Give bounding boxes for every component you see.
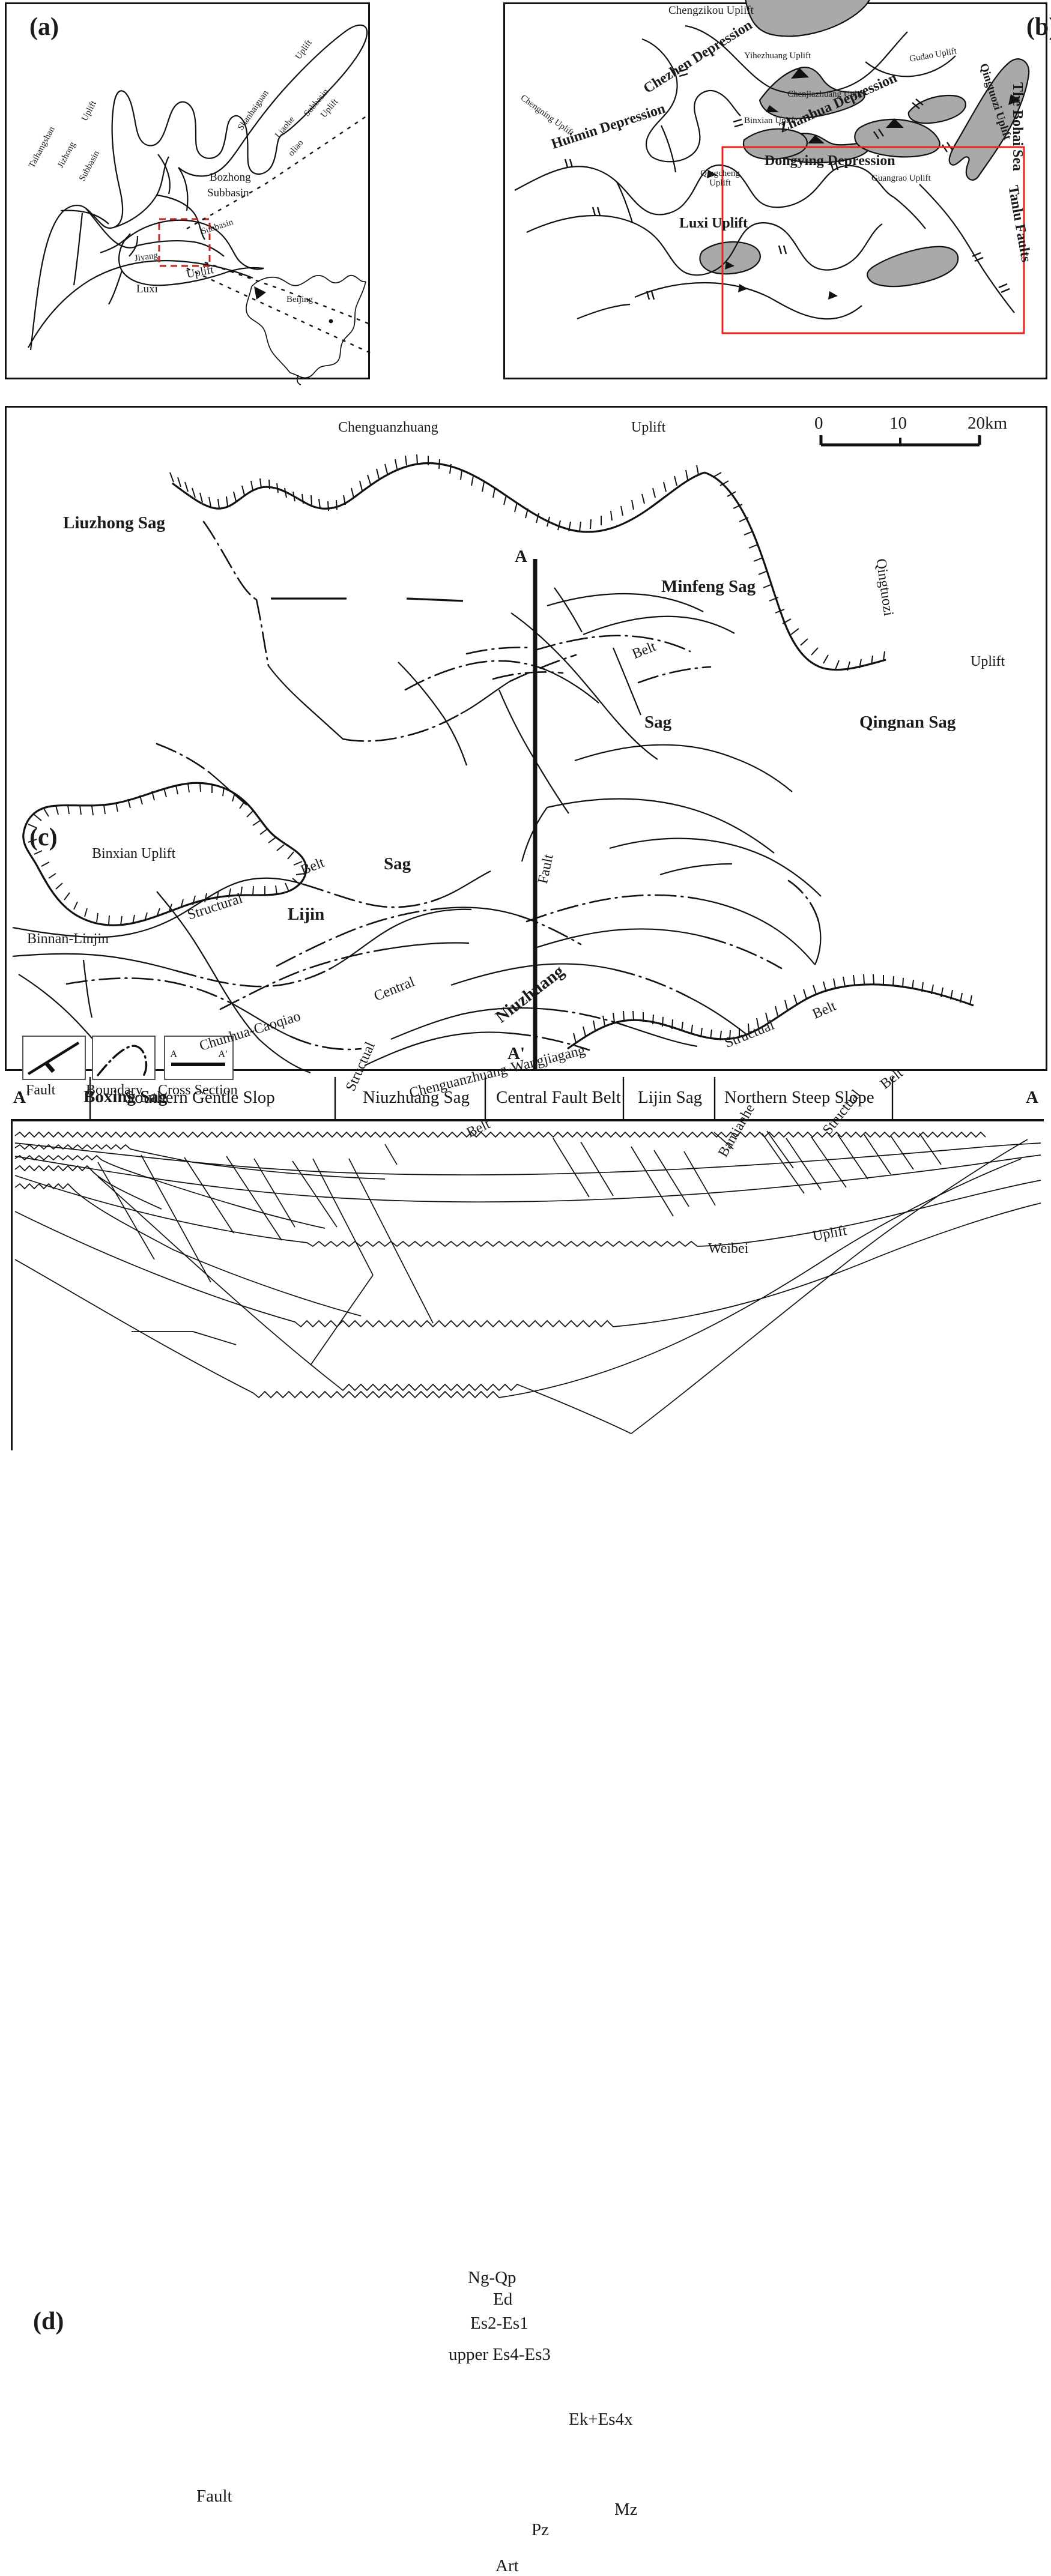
study-area-box-a (158, 218, 211, 267)
gudao-uplift-shape (907, 94, 966, 124)
label-beijing: Beijing (286, 295, 313, 304)
panel-c: (c) 0 10 20km Chenguanzhuang Uplift Liuz… (5, 406, 1047, 1256)
svg-text:A: A (170, 1048, 178, 1060)
weibei-uplift-boundary (567, 983, 974, 1050)
label-qingtuozi-uplift-c: Uplift (971, 654, 1005, 669)
label-binnan-linjin: Binnan-Linjin (27, 931, 109, 947)
panel-a-graphic (28, 24, 372, 385)
strata-art: Art (495, 2556, 519, 2575)
strata-ed: Ed (493, 2290, 513, 2309)
label-dongying-depression: Dongying Depression (765, 153, 895, 169)
label-boxing-sag: Boxing Sag (83, 1087, 168, 1106)
strata-es2-es1: Es2-Es1 (470, 2314, 529, 2333)
label-section-Aprime-bottom: A' (507, 1044, 525, 1063)
strata-upper-es4-es3: upper Es4-Es3 (449, 2345, 551, 2364)
label-luxi-uplift-b: Luxi Uplift (679, 216, 748, 231)
label-yihezhuang-uplift: Yihezhuang Uplift (744, 51, 811, 61)
label-binxian-uplift-c: Binxian Uplift (92, 846, 176, 861)
panel-c-label: (c) (29, 824, 58, 851)
legend-label-cross-section: Cross Section (158, 1082, 238, 1098)
panel-b-graphic (514, 0, 1030, 334)
guangrao-uplift-shape (867, 246, 959, 288)
chenguanzhuang-uplift-boundary (172, 462, 705, 533)
panel-c-graphic (12, 435, 981, 1074)
binxian-uplift-shape (742, 128, 808, 160)
qingtuozi-uplift-shape (948, 58, 1030, 181)
scale-bar (819, 435, 981, 447)
legend-symbol-cross-section: A A' (164, 1036, 234, 1080)
label-section-end-Aprime: A' (13, 1088, 31, 1107)
zone-lijin-sag: Lijin Sag (638, 1088, 703, 1107)
annotation-fault-d: Fault (196, 2487, 232, 2506)
label-chenjiazhuang-uplift: Chenjiazhuang Uplift (787, 89, 865, 99)
svg-text:A': A' (218, 1048, 227, 1060)
scale-tick-10: 10 (889, 414, 907, 433)
label-weibei: Weibei (708, 1241, 749, 1256)
panel-b: (b) Chengzikou Uplift Chengning Uplift C… (503, 0, 1051, 379)
chengzikou-uplift-shape (745, 0, 870, 37)
panel-a-label: (a) (29, 13, 59, 41)
zone-niuzhuang-sag: Niuzhuang Sag (363, 1088, 470, 1107)
panel-d-graphic (14, 1130, 1041, 1434)
scale-tick-0: 0 (814, 414, 823, 433)
binxian-uplift-shape-c (22, 782, 307, 926)
legend-symbol-boundary (92, 1036, 156, 1080)
label-qingnan-sag: Qingnan Sag (859, 713, 956, 732)
scale-tick-20km: 20km (968, 414, 1008, 433)
label-bohai-sea: The Bohai Sea (1010, 82, 1025, 172)
label-chengzikou-uplift: Chengzikou Uplift (668, 4, 754, 17)
zone-southern-gentle-slop: Southern Gentle Slop (125, 1088, 275, 1107)
label-section-end-A: A (1026, 1088, 1038, 1107)
qingcheng-uplift-shape (699, 241, 761, 275)
strata-ng-qp: Ng-Qp (468, 2268, 516, 2287)
label-guangrao-uplift: Guangrao Uplift (871, 173, 931, 183)
panel-d: (d) Ng-Qp Ed Es2-Es1 upper Es4-Es3 Ek+Es… (11, 1121, 1041, 2575)
legend-symbol-fault (22, 1036, 86, 1080)
label-chenguanzhuang-uplift-c: Uplift (631, 420, 666, 435)
strata-pz: Pz (532, 2520, 549, 2539)
yihezhuang-uplift-shape (759, 67, 865, 119)
label-lijin: Lijin (288, 905, 325, 924)
label-qingcheng-uplift: Qingcheng Uplift (700, 169, 740, 188)
study-area-box-b (721, 146, 1025, 334)
panel-d-zone-header: A' A Southern Gentle Slop Niuzhuang Sag … (5, 1075, 1047, 1121)
zone-northern-steep-slope: Northern Steep Slope (724, 1088, 874, 1107)
strata-mz: Mz (614, 2500, 638, 2519)
label-minfeng-sag: Minfeng Sag (661, 577, 756, 596)
label-qingnan-sag-word: Sag (644, 713, 672, 732)
label-chenguanzhuang-c: Chenguanzhuang (338, 420, 438, 435)
figure-root: (a) Taihangshan Uplift Jizhong Subbasin … (5, 0, 1051, 2575)
zone-central-fault-belt: Central Fault Belt (496, 1088, 621, 1107)
legend-label-fault: Fault (26, 1082, 56, 1098)
label-bozhong-subbasin: Subbasin (207, 187, 249, 199)
panel-a: (a) Taihangshan Uplift Jizhong Subbasin … (5, 2, 372, 385)
label-bozhong: Bozhong (210, 171, 251, 184)
panel-d-label: (d) (33, 2308, 64, 2335)
label-binxian-uplift: Binxian Uplift (744, 116, 797, 125)
label-luxi: Luxi (136, 283, 158, 295)
legend-label-boundary: Boundary (86, 1082, 143, 1098)
label-section-A-top: A (515, 547, 527, 566)
label-liuzhong-sag: Liuzhong Sag (63, 513, 166, 532)
label-lijin-sag: Sag (384, 854, 411, 873)
qingtuozi-uplift-boundary (704, 471, 886, 671)
panel-b-label: (b) (1026, 13, 1051, 41)
strata-ek-es4x: Ek+Es4x (569, 2410, 633, 2429)
